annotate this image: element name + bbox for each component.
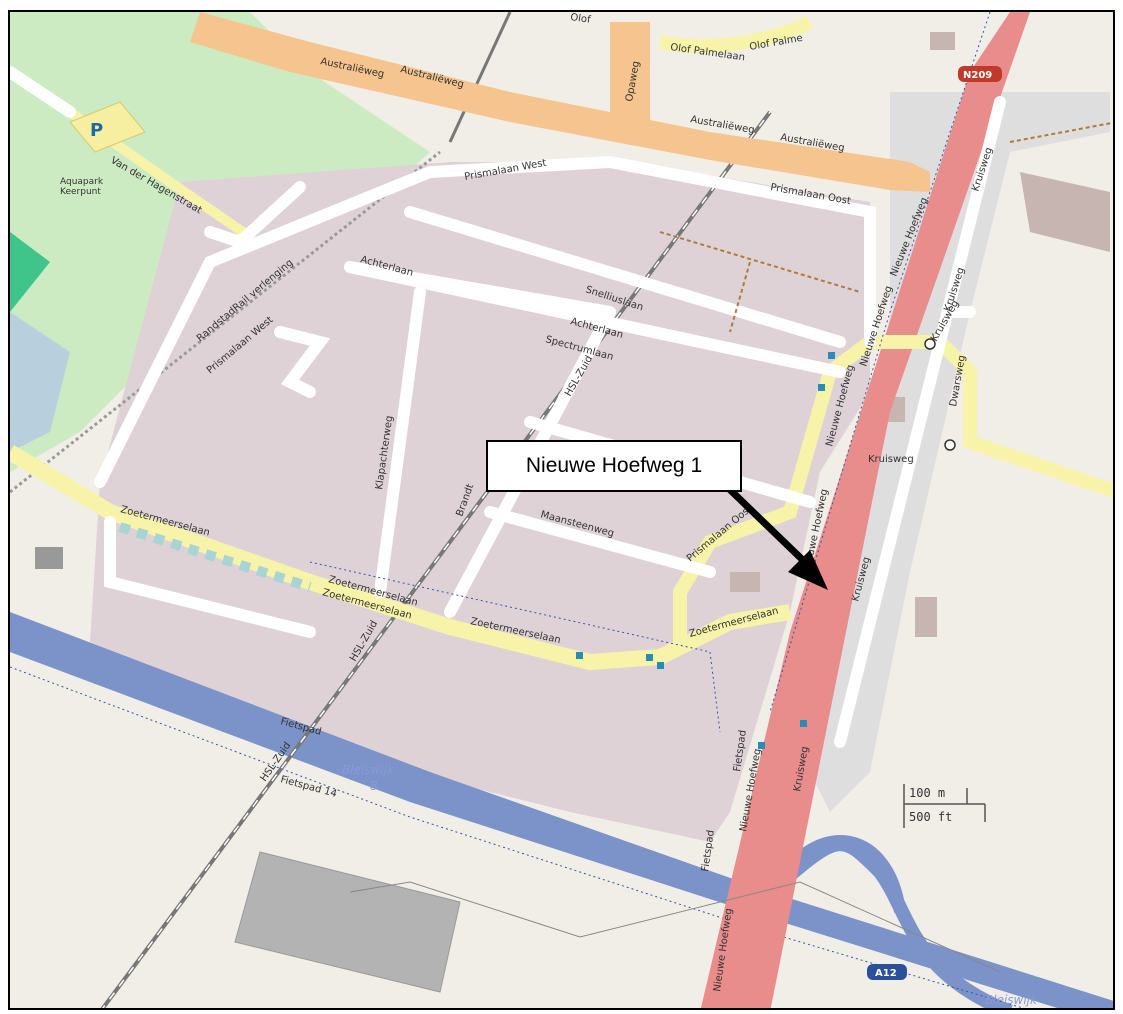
- bus-stops: [576, 352, 835, 749]
- track: [729, 261, 751, 333]
- boundary-line: [309, 561, 721, 733]
- parking-label: P: [90, 120, 103, 141]
- zoetermeerselaan-road: [10, 445, 792, 671]
- a12-shield: A12: [867, 964, 907, 980]
- map-view[interactable]: P Aquapark Keerpunt N209 A12 Australiëwe…: [8, 10, 1115, 1010]
- water-area: [10, 312, 70, 452]
- parking-area: [69, 101, 146, 153]
- building: [35, 547, 63, 569]
- australieweg-road: [190, 12, 930, 192]
- power-line: [349, 881, 1001, 973]
- roundabout-icon: [924, 338, 936, 350]
- randstadrail-track: [10, 150, 441, 494]
- kruisweg-east-road: [870, 335, 1113, 499]
- aquapark-label: Keerpunt: [60, 187, 101, 197]
- callout-arrow: [719, 479, 828, 590]
- opaweg-road: [610, 22, 650, 132]
- forest-area: [10, 232, 50, 312]
- address-callout: Nieuwe Hoefweg 1: [486, 440, 742, 492]
- street-label-olof: Olof: [570, 12, 592, 26]
- motorway-a12: [10, 612, 1113, 1008]
- a12-shield-label: A12: [875, 968, 897, 979]
- road-hatch: [118, 522, 312, 592]
- motorway-ramp: [765, 837, 1013, 1008]
- map-canvas[interactable]: P Aquapark Keerpunt N209 A12 Australiëwe…: [10, 12, 1115, 1010]
- boundary-line: [769, 12, 991, 713]
- railway: [448, 12, 512, 143]
- olof-palmelaan-road: [658, 15, 814, 53]
- building: [730, 572, 760, 592]
- address-callout-label: Nieuwe Hoefweg 1: [525, 454, 703, 477]
- residential-area: [810, 92, 1110, 812]
- n209-shield: N209: [958, 66, 1002, 82]
- scale-imperial-label: 500 ft: [909, 810, 953, 824]
- building: [1020, 172, 1110, 252]
- water-label-bleiswijk: Bleiswijk: [342, 763, 395, 777]
- parking-poi[interactable]: P: [69, 101, 146, 153]
- warehouse-building: [234, 851, 461, 993]
- water-label-bleiswijk: Bleiswijk: [985, 993, 1038, 1007]
- building: [930, 32, 955, 50]
- water-label-bleiswijk: 8: [370, 779, 378, 793]
- street-label-kruisweg: Kruisweg: [868, 454, 914, 465]
- scale-metric-label: 100 m: [909, 786, 946, 800]
- hsl-zuid-railway-dash: [102, 111, 771, 1008]
- boundary-line: [10, 666, 1025, 1008]
- nieuwe-hoefweg-road: [700, 12, 1030, 1008]
- scale-bar: 100 m 500 ft: [903, 780, 993, 832]
- scale-bar-lines: [903, 784, 986, 828]
- roundabout-icon: [944, 439, 956, 451]
- aquapark-label: Aquapark: [60, 177, 104, 187]
- n209-shield-label: N209: [963, 70, 992, 81]
- building: [915, 597, 937, 637]
